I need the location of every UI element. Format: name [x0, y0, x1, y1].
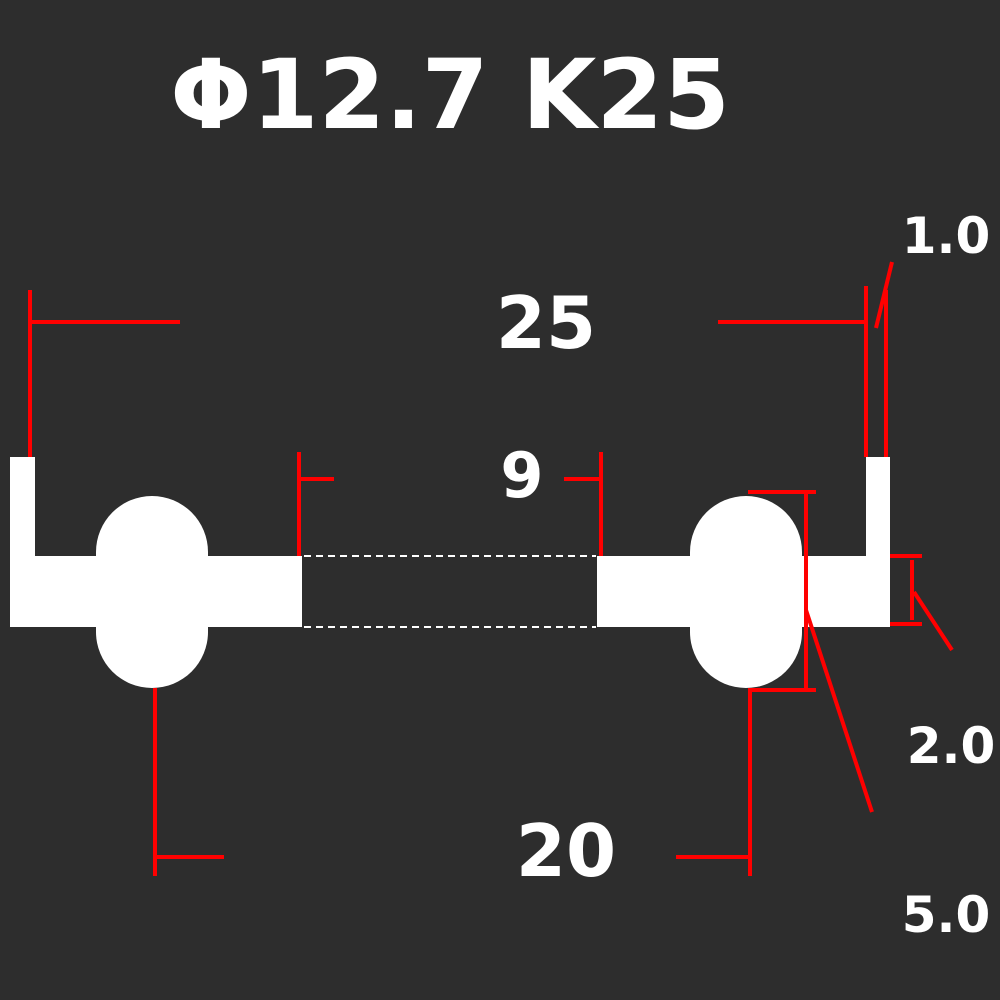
dim-pin-spacing: 20	[153, 688, 752, 893]
dim-overall-length: 25	[28, 281, 868, 457]
dim-head-width-label: 5.0	[902, 886, 991, 944]
title: Φ12.7 K25	[170, 39, 730, 151]
dim-pin-spacing-label: 20	[516, 809, 616, 893]
dim-head-width: 5.0	[748, 490, 991, 944]
left-pin-head	[96, 496, 208, 688]
dim-wire-thickness: 1.0	[874, 207, 991, 457]
right-pin-head	[690, 496, 802, 688]
dim-wire-thickness-label: 1.0	[902, 207, 991, 265]
dim-bar-thickness-label: 2.0	[907, 717, 996, 775]
right-bracket-vertical	[866, 457, 890, 627]
dim-gap: 9	[297, 439, 603, 556]
dim-overall-length-label: 25	[496, 281, 596, 365]
dim-bar-thickness: 2.0	[890, 554, 996, 775]
dim-gap-label: 9	[500, 439, 543, 512]
part-outline	[10, 457, 890, 688]
